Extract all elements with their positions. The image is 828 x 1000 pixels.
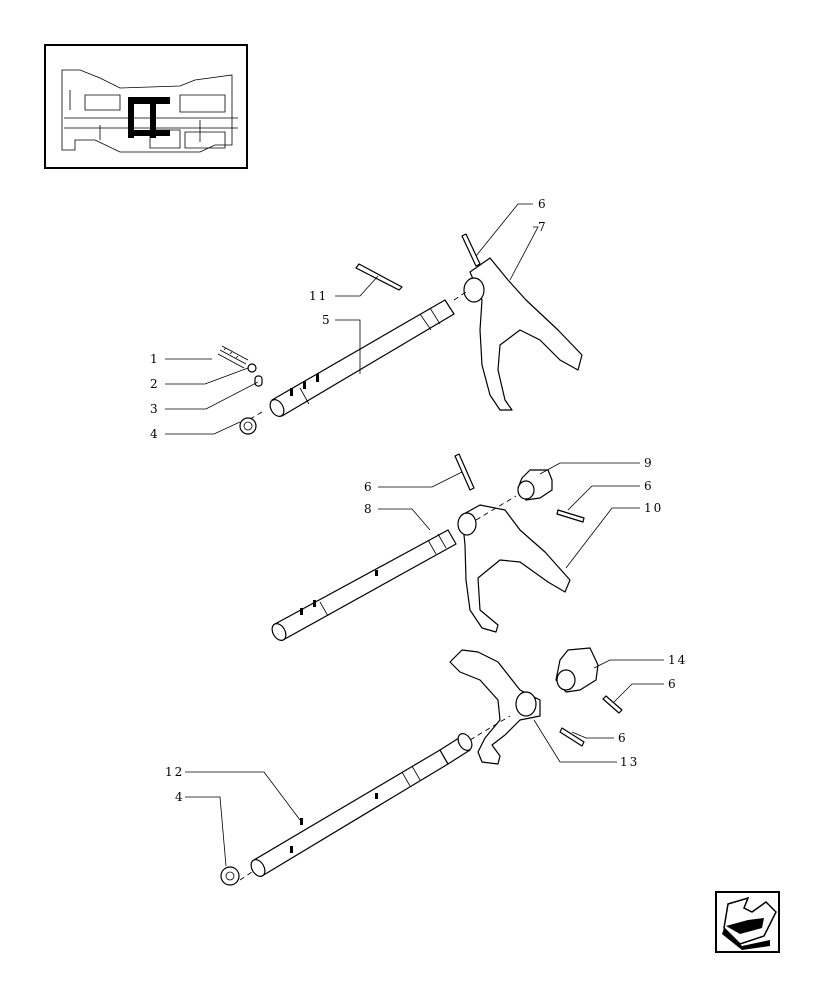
- callout-6-lower-right: 6: [668, 677, 678, 691]
- leader-lines: [165, 203, 664, 867]
- callout-5: 5: [322, 313, 332, 327]
- callout-6-middle: 6: [364, 480, 374, 494]
- callout-3: 3: [150, 402, 160, 416]
- transmission-locator-icon: [44, 44, 248, 169]
- callout-12: 12: [165, 765, 184, 779]
- callout-7: 7: [538, 220, 548, 234]
- callout-1: 1: [150, 352, 160, 366]
- callout-13: 13: [620, 755, 639, 769]
- callout-8: 8: [364, 502, 374, 516]
- previous-page-arrow-icon[interactable]: [715, 891, 780, 953]
- callout-6-top: 6: [538, 197, 548, 211]
- callout-6-right: 6: [644, 479, 654, 493]
- callout-2: 2: [150, 377, 160, 391]
- callout-10: 10: [644, 501, 663, 515]
- callout-14: 14: [668, 653, 687, 667]
- callout-9: 9: [644, 456, 654, 470]
- callout-11: 11: [309, 289, 328, 303]
- callout-4-top: 4: [150, 427, 160, 441]
- callout-6-bottom: 6: [618, 731, 628, 745]
- callout-4-bottom: 4: [175, 790, 185, 804]
